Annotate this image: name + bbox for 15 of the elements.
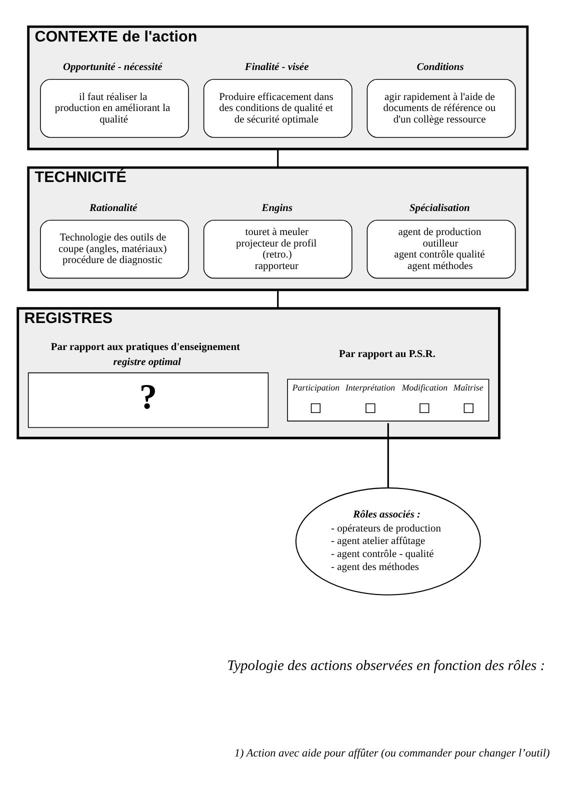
node-label: registre optimal (113, 356, 181, 368)
node-label: Finalité - visée (244, 62, 309, 73)
label: 1) Action avec aide pour affûter (ou commander pour changer l’outil) (234, 746, 550, 759)
connector (277, 289, 279, 308)
node-label: Par rapport au P.S.R. (339, 348, 436, 360)
node-label: Conditions (416, 62, 464, 73)
node-label: Opportunité - nécessité (62, 62, 162, 73)
node-label: Rationalité (90, 202, 138, 214)
node-label: Par rapport aux pratiques d'enseignement (50, 341, 240, 352)
node-label: Spécialisation (409, 202, 470, 214)
label: Typologie des actions observées en fonction des rôles : (227, 658, 546, 674)
node-label: Engins (262, 202, 293, 214)
connector (277, 148, 279, 168)
node-ellipse: Rôles associés : - opérateurs de production - agent atelier affûtage - agent contrôle - qualité - agent des méthodes (295, 486, 481, 595)
connector (387, 422, 389, 488)
